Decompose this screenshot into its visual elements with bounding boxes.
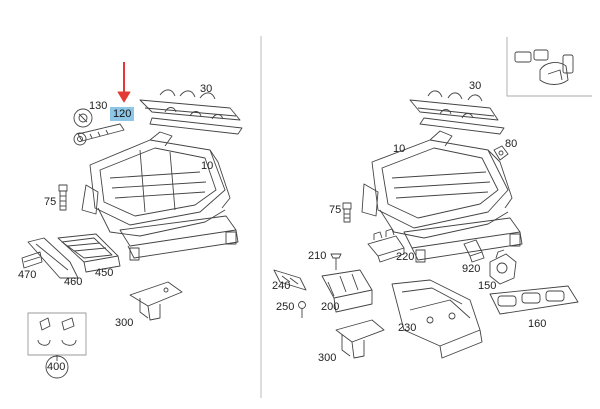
label-220: 220 — [396, 251, 415, 263]
label-210: 210 — [308, 250, 327, 262]
part-470-trim — [21, 251, 43, 269]
label-250: 250 — [276, 301, 295, 313]
part-210-screw — [330, 253, 342, 270]
label-300-left: 300 — [115, 317, 134, 329]
part-220-connector — [367, 228, 405, 263]
label-300-right: 300 — [318, 352, 337, 364]
part-120-lever — [73, 123, 125, 146]
part-300-bracket-right — [335, 319, 385, 359]
label-470: 470 — [18, 269, 37, 281]
label-30-left: 30 — [200, 83, 213, 95]
label-460: 460 — [64, 276, 83, 288]
label-230: 230 — [398, 322, 417, 334]
label-120-highlighted[interactable]: 120 — [110, 107, 135, 121]
label-200: 200 — [321, 301, 340, 313]
part-80-cover — [493, 145, 509, 161]
label-30-right: 30 — [469, 80, 482, 92]
part-250-screw — [298, 301, 306, 318]
part-150-motor — [489, 249, 517, 285]
label-10-left: 10 — [201, 160, 214, 172]
label-75-right: 75 — [329, 204, 342, 216]
label-400: 400 — [47, 361, 66, 373]
part-400-clips — [27, 312, 87, 361]
part-75-bolt-right — [342, 202, 352, 223]
part-75-bolt-left — [58, 184, 68, 211]
label-160: 160 — [528, 318, 547, 330]
part-30-rails-left — [139, 89, 243, 135]
label-130: 130 — [89, 100, 108, 112]
label-150: 150 — [478, 280, 497, 292]
part-10-frame-left — [81, 131, 239, 261]
highlight-arrow — [117, 62, 131, 103]
part-240-rail — [273, 269, 307, 291]
label-450: 450 — [95, 267, 114, 279]
label-240: 240 — [272, 280, 291, 292]
part-300-bracket-left — [129, 281, 183, 321]
part-200-control-unit — [321, 269, 373, 313]
label-80: 80 — [505, 138, 518, 150]
part-160-switch-panel — [489, 285, 579, 315]
part-10-frame-right — [361, 130, 523, 263]
seat-thumbnail-inset — [506, 37, 592, 97]
part-230-housing — [391, 279, 483, 359]
label-920: 920 — [462, 263, 481, 275]
label-75-left: 75 — [44, 196, 57, 208]
part-460-cover — [27, 237, 79, 279]
part-130-knob — [73, 108, 93, 128]
part-30-rails-right — [409, 90, 505, 135]
label-10-right: 10 — [393, 143, 406, 155]
part-920-plug — [463, 239, 485, 263]
part-450-module — [57, 233, 121, 273]
